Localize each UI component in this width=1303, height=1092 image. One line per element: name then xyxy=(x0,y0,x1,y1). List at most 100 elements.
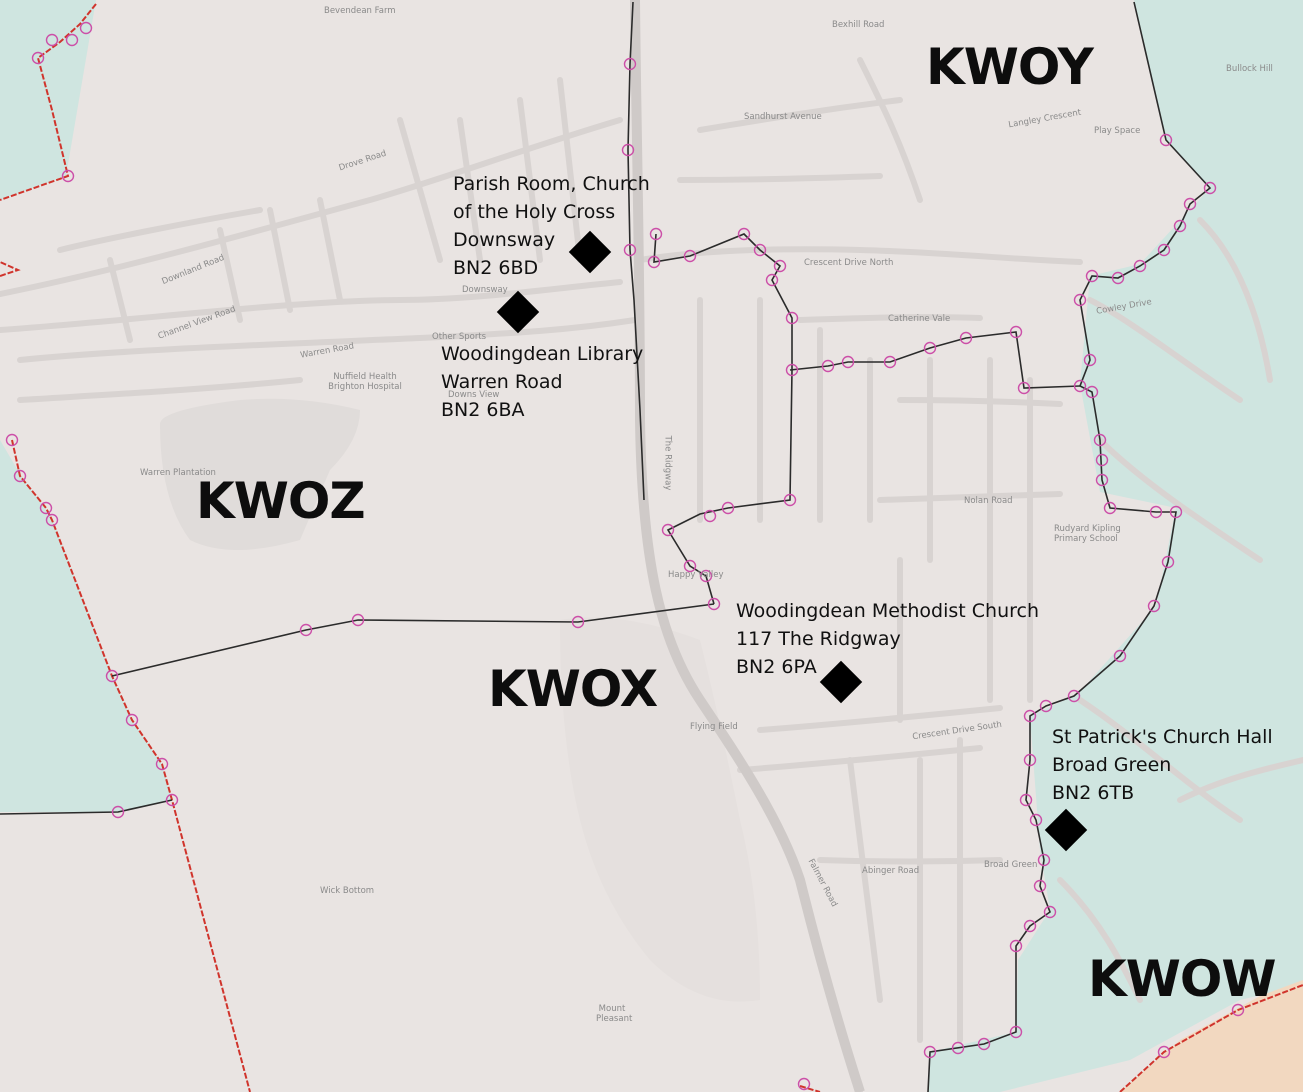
boundary-vertex xyxy=(1111,271,1125,285)
boundary-vertex xyxy=(623,57,637,71)
station-name-line: of the Holy Cross xyxy=(453,201,616,223)
station-name: Parish Room, Church xyxy=(453,173,650,195)
district-boundary xyxy=(111,603,715,677)
road xyxy=(1057,877,1143,1003)
main-road xyxy=(630,0,865,1092)
boundary-vertex xyxy=(1023,753,1037,767)
neighbour-area-w xyxy=(0,440,172,812)
district-boundary xyxy=(653,233,793,605)
road xyxy=(1197,217,1273,383)
station-name: St Patrick's Church Hall xyxy=(1052,726,1273,748)
boundary-vertex xyxy=(737,227,751,241)
road xyxy=(217,227,243,323)
boundary-vertex xyxy=(785,363,799,377)
street-label: Nuffield Health Brighton Hospital xyxy=(328,372,402,392)
district-label-kwox: KWOX xyxy=(488,660,658,718)
station-street: Broad Green xyxy=(1052,754,1172,776)
boundary-vertex xyxy=(1083,353,1097,367)
road xyxy=(57,207,263,253)
station-postcode: BN2 6BD xyxy=(453,257,539,279)
boundary-vertex xyxy=(1037,853,1051,867)
street-label: Warren Plantation xyxy=(140,468,216,478)
boundary-vertex xyxy=(703,509,717,523)
boundary-vertex xyxy=(1149,505,1163,519)
road xyxy=(847,757,883,1003)
road xyxy=(637,246,1083,265)
road xyxy=(17,377,303,403)
street-label: Catherine Vale xyxy=(888,314,951,324)
boundary-vertex xyxy=(841,355,855,369)
boundary-vertex xyxy=(1203,181,1217,195)
boundary-vertex xyxy=(1133,259,1147,273)
boundary-vertex xyxy=(883,355,897,369)
boundary-vertex xyxy=(783,493,797,507)
district-boundary xyxy=(627,1,645,501)
boundary-vertex xyxy=(1157,243,1171,257)
boundary-vertex xyxy=(45,33,59,47)
road xyxy=(0,279,623,333)
district-label-kwoz: KWOZ xyxy=(196,472,366,530)
outer-boundary xyxy=(0,261,21,277)
road xyxy=(517,97,543,263)
boundary-vertex xyxy=(683,559,697,573)
boundary-vertex xyxy=(1073,293,1087,307)
street-label: Crescent Drive North xyxy=(804,258,894,268)
boundary-vertex xyxy=(1067,689,1081,703)
boundary-vertex xyxy=(5,433,19,447)
boundary-vertex xyxy=(1043,905,1057,919)
road xyxy=(797,314,983,323)
district-label-kwoy: KWOY xyxy=(926,38,1094,96)
boundary-vertex xyxy=(1023,919,1037,933)
road xyxy=(677,173,883,183)
road xyxy=(817,857,1003,865)
boundary-vertex xyxy=(1009,1025,1023,1039)
street-label: Broad Green xyxy=(984,860,1038,870)
boundary-vertex xyxy=(155,757,169,771)
boundary-vertex xyxy=(351,613,365,627)
station-name: Woodingdean Methodist Church xyxy=(736,600,1039,622)
boundary-vertex xyxy=(1085,385,1099,399)
boundary-vertex xyxy=(797,1077,811,1091)
street-label: Downsway xyxy=(462,285,508,295)
boundary-vertex xyxy=(951,1041,965,1055)
boundary-vertex xyxy=(45,513,59,527)
neighbour-area-e xyxy=(928,0,1303,1092)
boundary-vertex xyxy=(649,227,663,241)
district-label-kwow: KWOW xyxy=(1088,950,1277,1008)
boundary-vertex xyxy=(1095,453,1109,467)
boundary-vertex xyxy=(977,1037,991,1051)
boundary-vertex xyxy=(621,143,635,157)
street-label: Happy Valley xyxy=(668,570,724,580)
boundary-vertex xyxy=(1009,325,1023,339)
street-label: Rudyard Kipling Primary School xyxy=(1054,524,1121,544)
boundary-vertex xyxy=(1159,133,1173,147)
boundary-vertex xyxy=(1085,269,1099,283)
station-name: Woodingdean Library xyxy=(441,343,644,365)
boundary-vertices xyxy=(5,21,1245,1091)
outer-boundary xyxy=(799,1085,821,1092)
boundary-vertex xyxy=(661,523,675,537)
station-street: Downsway xyxy=(453,229,556,251)
neighbour-area-nw xyxy=(0,0,96,200)
boundary-vertex xyxy=(923,341,937,355)
road xyxy=(1097,437,1263,563)
polling-station-label-st-patricks: St Patrick's Church Hall Broad Green BN2… xyxy=(1052,723,1273,807)
road xyxy=(857,57,923,203)
road xyxy=(737,745,983,773)
boundary-vertex xyxy=(1009,939,1023,953)
district-boundary-lines xyxy=(0,1,1212,1092)
boundary-vertex xyxy=(753,243,767,257)
boundary-vertex xyxy=(1231,1003,1245,1017)
road xyxy=(877,491,1063,503)
street-label: Play Space xyxy=(1094,126,1141,136)
district-boundary xyxy=(0,799,173,815)
boundary-vertex xyxy=(1019,793,1033,807)
road xyxy=(17,317,638,363)
boundary-vertex xyxy=(165,793,179,807)
boundary-vertex xyxy=(785,311,799,325)
road xyxy=(397,117,443,263)
boundary-vertex xyxy=(1095,473,1109,487)
boundary-vertex xyxy=(1161,555,1175,569)
boundary-vertex xyxy=(299,623,313,637)
